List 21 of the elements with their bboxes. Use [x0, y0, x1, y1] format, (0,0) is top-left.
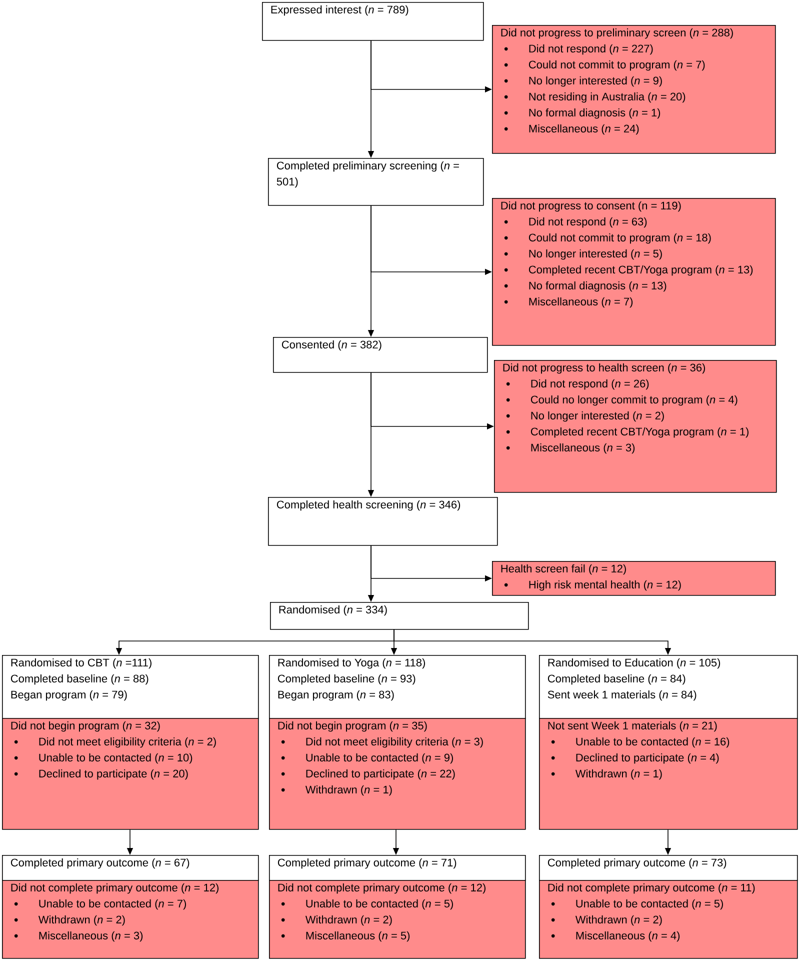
flow-box: Completed preliminary screening (n = 501): [268, 158, 484, 206]
exclusion-box: Did not complete primary outcome (n = 11) Unable to be contacted (n = 5) Withdrawn (n = 2) Miscellaneous (n = 4): [539, 880, 798, 959]
exclusion-box: Health screen fail (n = 12) High risk mental health (n = 12): [492, 561, 776, 596]
flow-box: Randomised (n = 334): [270, 602, 529, 630]
exclusion-box: Did not progress to preliminary screen (n = 288) Did not respond (n = 227) Could not commit to program (n = 7) No longer interested (n = 9) Not residing in Australia (n = 20) No formal diagnosis (n = 1) Miscellaneous (n = 24): [492, 25, 776, 154]
exclusion-box: Not sent Week 1 materials (n = 21) Unable to be contacted (n = 16) Declined to participate (n = 4) Withdrawn (n = 1): [539, 718, 798, 830]
exclusion-box: Did not complete primary outcome (n = 12) Unable to be contacted (n = 7) Withdrawn (n = 2) Miscellaneous (n = 3): [2, 880, 259, 959]
flow-box: Consented (n = 382): [273, 337, 488, 373]
exclusion-box: Did not begin program (n = 35) Did not meet eligibility criteria (n = 3) Unable to be contacted (n = 9) Declined to participate (n = 22) Withdrawn (n = 1): [269, 718, 526, 830]
flow-box: Completed health screening (n = 346): [268, 497, 498, 546]
exclusion-box: Did not progress to consent (n = 119) Did not respond (n = 63) Could not commit to program (n = 18) No longer interested (n = 5) Completed recent CBT/Yoga program (n = 13) No formal diagnosis (n = 13) Miscellaneous (n = 7): [492, 198, 776, 346]
flow-box: Completed primary outcome (n = 71): [269, 855, 526, 881]
exclusion-box: Did not complete primary outcome (n = 12) Unable to be contacted (n = 5) Withdrawn (n = 2) Miscellaneous (n = 5): [269, 880, 526, 959]
flow-box: Completed primary outcome (n = 73): [539, 855, 798, 881]
flow-box: Randomised to CBT (n =111) Completed baseline (n = 88) Began program (n = 79): [2, 655, 259, 719]
exclusion-box: Did not begin program (n = 32) Did not meet eligibility criteria (n = 2) Unable to be contacted (n = 10) Declined to participate (n = 20): [2, 718, 259, 830]
flow-box: Randomised to Education (n = 105) Completed baseline (n = 84) Sent week 1 materials (n = 84): [539, 655, 798, 719]
exclusion-box: Did not progress to health screen (n = 36) Did not respond (n = 26) Could no longer commit to program (n = 4) No longer interested (n = 2) Completed recent CBT/Yoga program (n = 1) Miscellaneous (n = 3): [494, 360, 777, 493]
flow-box: Expressed interest (n = 789): [262, 2, 484, 41]
flow-box: Randomised to Yoga (n = 118) Completed baseline (n = 93) Began program (n = 83): [269, 655, 526, 719]
flow-box: Completed primary outcome (n = 67): [2, 855, 259, 881]
